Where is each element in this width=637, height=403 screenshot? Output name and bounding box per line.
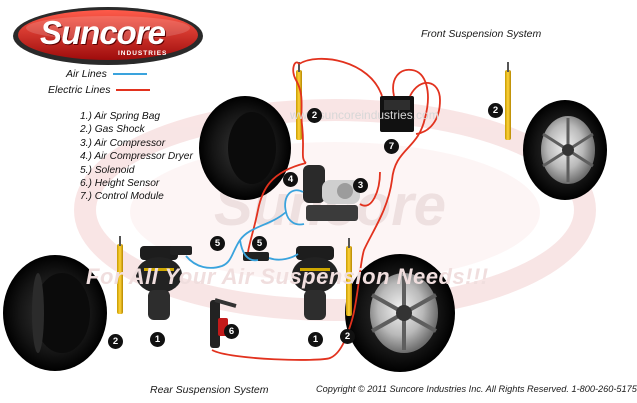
gas-shock-icon [346,238,352,316]
gas-shock-icon [117,236,123,314]
logo-wordmark: Suncore [40,14,166,51]
legend-electric-lines: Electric Lines [48,84,151,96]
badge-shock-front-left: 2 [307,108,322,123]
diagram-artwork: Suncore [3,7,607,372]
suncore-logo [13,7,203,65]
electric-lines [211,57,441,361]
gas-shock-icon [296,62,302,140]
legend-electric-label: Electric Lines [48,84,111,96]
component-item: 2.) Gas Shock [80,124,145,136]
rear-system-label: Rear Suspension System [150,384,269,396]
badge-dryer: 4 [283,172,298,187]
badge-shock-rear-left: 2 [108,334,123,349]
component-item: 7.) Control Module [80,191,164,203]
air-spring-icon [136,246,182,320]
gas-shock-icon [505,62,511,140]
control-module-icon [380,96,414,132]
front-system-label: Front Suspension System [421,28,542,40]
badge-solenoid-right: 5 [252,236,267,251]
air-lines [185,189,305,269]
badge-compressor: 3 [353,178,368,193]
badge-height-sensor: 6 [224,324,239,339]
height-sensor-icon [210,298,237,348]
legend-electric-swatch [116,89,151,91]
component-item: 5.) Solenoid [80,164,135,176]
watermark-slogan: For All Your Air Suspension Needs!!! [86,264,489,289]
suspension-diagram: Suncore [3,7,637,396]
component-item: 3.) Air Compressor [80,137,166,149]
legend-air-swatch [112,73,147,75]
component-list: 1.) Air Spring Bag 2.) Gas Shock 3.) Air… [80,110,193,204]
compressor-icon [303,165,360,221]
badge-control-module: 7 [384,139,399,154]
air-spring-icon [292,246,338,320]
badge-solenoid-left: 5 [210,236,225,251]
badge-air-spring-right: 1 [308,332,323,347]
component-item: 6.) Height Sensor [80,178,160,190]
tire-icon [523,100,607,200]
component-item: 4.) Air Compressor Dryer [80,151,193,163]
legend-air-lines: Air Lines [66,68,147,80]
logo-tagline: INDUSTRIES [118,50,168,57]
copyright-text: Copyright © 2011 Suncore Industries Inc.… [316,384,637,394]
legend-air-label: Air Lines [66,68,107,80]
tire-icon [199,96,291,200]
watermark-url: www.suncoreindustries.com [290,108,439,122]
badge-shock-rear-right: 2 [340,329,355,344]
badge-shock-front-right: 2 [488,103,503,118]
badge-air-spring-left: 1 [150,332,165,347]
component-item: 1.) Air Spring Bag [80,111,161,122]
tire-icon [345,254,455,372]
tire-icon [3,255,107,371]
